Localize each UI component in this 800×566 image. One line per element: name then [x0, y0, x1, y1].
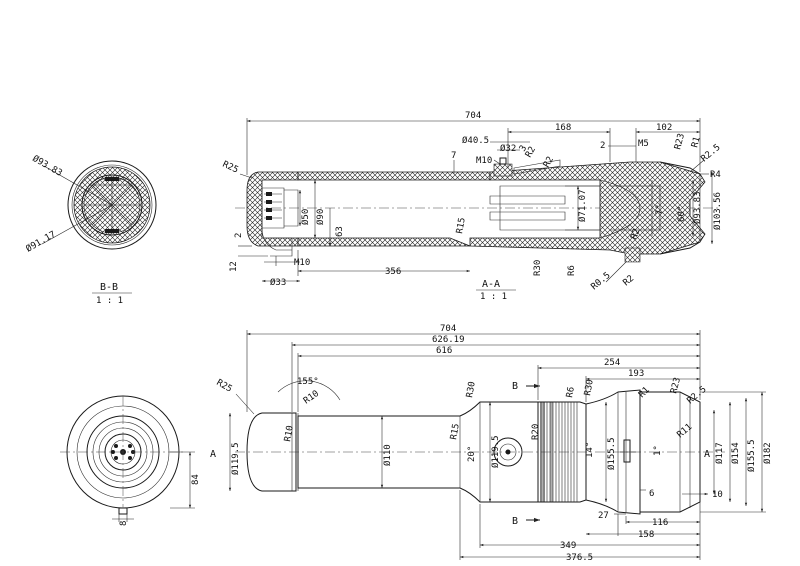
elev-mark-a-left: A — [210, 449, 216, 460]
elev-dim-254: 254 — [604, 358, 620, 368]
elev-dim-phi154: Ø154 — [730, 442, 741, 464]
elev-dim-349: 349 — [560, 541, 576, 551]
elev-dim-r20: R20 — [531, 424, 541, 440]
aa-dim-63: 63 — [335, 226, 345, 237]
aa-dim-r6: R6 — [567, 265, 577, 276]
aa-dim-r2-d: R2 — [622, 274, 637, 289]
aa-dim-3: 3 — [518, 144, 529, 154]
aa-dim-r25: R25 — [221, 160, 240, 176]
elev-dim-r15: R15 — [449, 423, 462, 441]
elev-dim-158: 158 — [638, 530, 654, 540]
elev-dim-r10-b: R10 — [283, 425, 296, 443]
elev-mark-b-bottom: B — [512, 516, 518, 527]
aa-dim-r23: R23 — [673, 132, 687, 150]
elev-dim-phi119-b: Ø119.5 — [490, 435, 501, 468]
aa-dim-phi93: Ø93.83 — [692, 191, 703, 224]
aa-dim-m5: M5 — [638, 139, 649, 149]
bb-dim-phi91: Ø91.17 — [24, 229, 58, 255]
elev-dim-155deg: 155° — [297, 377, 319, 387]
elev-dim-phi119-a: Ø119.5 — [230, 442, 241, 475]
aa-scale: 1 : 1 — [480, 292, 507, 302]
end-dim-84: 84 — [191, 474, 201, 485]
elev-dim-phi117: Ø117 — [714, 442, 725, 464]
aa-dim-phi103: Ø103.56 — [712, 192, 723, 230]
elev-dim-r23: R23 — [669, 376, 683, 394]
elev-mark-a-right: A — [704, 449, 710, 460]
elev-dim-27: 27 — [598, 511, 609, 521]
aa-dim-7: 7 — [451, 151, 456, 161]
elev-dim-376: 376.5 — [566, 553, 593, 563]
elev-dim-14deg: 14° — [585, 442, 595, 458]
elev-dim-193: 193 — [628, 369, 644, 379]
elev-dim-10: 10 — [712, 490, 723, 500]
end-view: 84 8 — [60, 395, 201, 526]
aa-dim-phi50: Ø50 — [300, 209, 311, 225]
elev-dim-r2-5: R2.5 — [686, 385, 709, 407]
elev-dim-phi110: Ø110 — [382, 444, 393, 466]
aa-dim-phi71: Ø71.07 — [577, 189, 588, 222]
elev-dim-1deg: 1° — [653, 445, 663, 456]
aa-dim-102: 102 — [656, 123, 672, 133]
aa-dim-7deg: 7° — [655, 204, 665, 215]
aa-dim-r2-a: R2 — [524, 145, 538, 159]
bb-label: B-B — [100, 282, 118, 293]
elev-dim-phi182: Ø182 — [762, 442, 773, 464]
elev-dim-phi155-a: Ø155.5 — [606, 437, 617, 470]
elev-dim-6: 6 — [649, 489, 654, 499]
section-aa-view: 704 168 102 Ø40.5 Ø32 M10 R2 R2 3 2 M5 R… — [221, 111, 723, 302]
aa-label: A-A — [482, 279, 500, 290]
aa-dim-phi90: Ø90 — [315, 209, 326, 225]
elev-dim-116: 116 — [652, 518, 668, 528]
aa-dim-m10-top: M10 — [476, 156, 492, 166]
aa-dim-2-b: 2 — [234, 233, 244, 238]
elev-dim-r10-a: R10 — [302, 389, 321, 407]
elev-dim-r30-b: R30 — [583, 379, 596, 397]
aa-dim-phi32: Ø32 — [500, 143, 516, 154]
bb-scale: 1 : 1 — [96, 296, 123, 306]
aa-dim-12: 12 — [229, 261, 239, 272]
aa-dim-r2-c: R2 — [629, 227, 642, 241]
elev-dim-704: 704 — [440, 324, 456, 334]
aa-dim-168: 168 — [555, 123, 571, 133]
elev-dim-r25: R25 — [215, 378, 234, 395]
aa-dim-r15: R15 — [455, 217, 468, 235]
aa-dim-r2-b: R2 — [542, 155, 556, 169]
bb-dim-phi93: Ø93.83 — [31, 153, 65, 179]
elev-dim-626: 626.19 — [432, 335, 465, 345]
aa-dim-704: 704 — [465, 111, 481, 121]
elevation-view: 704 626.19 616 254 193 R25 155° R10 R10 … — [210, 324, 773, 563]
aa-dim-phi33: Ø33 — [270, 277, 286, 288]
elev-dim-r30-a: R30 — [465, 381, 478, 399]
elev-dim-616: 616 — [436, 346, 452, 356]
aa-dim-m10-bottom: M10 — [294, 258, 310, 268]
aa-dim-phi40: Ø40.5 — [462, 135, 489, 146]
end-dim-8: 8 — [119, 521, 129, 526]
aa-dim-2: 2 — [600, 141, 605, 151]
elev-dim-r1: R1 — [637, 385, 652, 400]
aa-dim-r0-5: R0.5 — [590, 271, 613, 293]
aa-dim-r4: R4 — [710, 170, 721, 180]
aa-dim-356: 356 — [385, 267, 401, 277]
aa-dim-r30: R30 — [533, 260, 543, 276]
elev-dim-phi155-b: Ø155.5 — [746, 439, 757, 472]
section-bb-view: Ø93.83 Ø91.17 B-B 1 : 1 — [24, 153, 157, 306]
elev-mark-b-top: B — [512, 381, 518, 392]
elev-dim-r11: R11 — [676, 422, 695, 440]
aa-dim-r1: R1 — [690, 136, 702, 149]
elev-dim-r6: R6 — [565, 386, 577, 398]
elev-dim-20deg: 20° — [467, 446, 477, 462]
aa-dim-60deg: 60° — [677, 206, 687, 222]
